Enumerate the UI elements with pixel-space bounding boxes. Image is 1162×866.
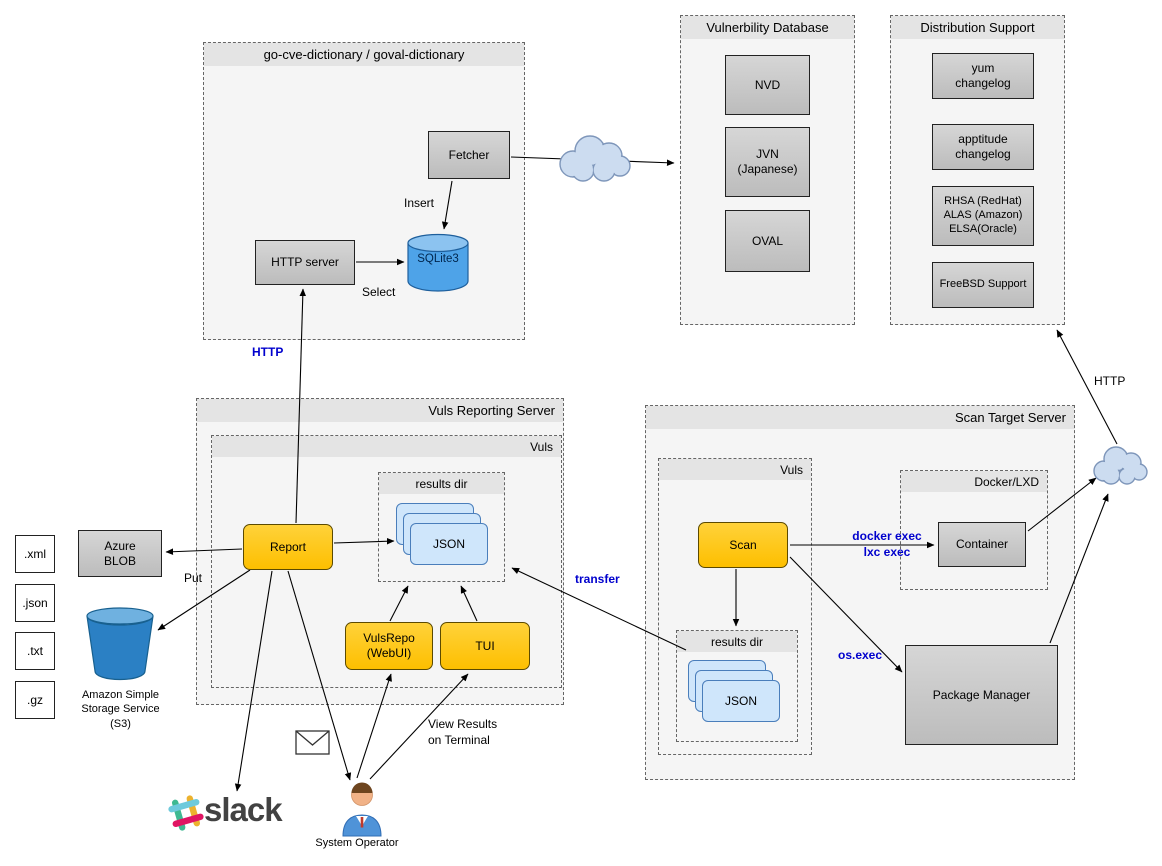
vulsrepo-node: VulsRepo (WebUI) [345,622,433,670]
docker-exec-label: docker exec lxc exec [852,529,922,559]
os-exec-label: os.exec [838,648,883,662]
envelope-icon [295,730,330,755]
scan-vuls-title: Vuls [659,459,811,480]
reporting-results-dir-title: results dir [379,473,504,494]
slack-wordmark: slack [204,791,283,828]
reporting-vuls-title: Vuls [212,436,561,457]
container-node: Container [938,522,1026,567]
freebsd-support-node: FreeBSD Support [932,262,1034,308]
insert-label: Insert [404,196,435,210]
yum-changelog-node: yum changelog [932,53,1034,99]
scan-results-dir-title: results dir [677,631,797,652]
s3-label: Amazon Simple Storage Service (S3) [81,689,160,730]
file-gz-node: .gz [15,681,55,719]
file-json-node: .json [15,584,55,622]
http-dist-label: HTTP [1094,374,1126,388]
rhsa-alas-elsa-node: RHSA (RedHat) ALAS (Amazon) ELSA(Oracle) [932,186,1034,246]
system-operator-label: System Operator [315,837,399,849]
go-cve-dictionary-title: go-cve-dictionary / goval-dictionary [204,43,524,66]
jvn-node: JVN (Japanese) [725,127,810,197]
fetcher-node: Fetcher [428,131,510,179]
package-manager-node: Package Manager [905,645,1058,745]
s3-bucket-icon [86,607,154,681]
internet-cloud-right-icon [1093,446,1148,485]
vuls-reporting-server-title: Vuls Reporting Server [197,399,563,422]
vulnerability-database-title: Vulnerbility Database [681,16,854,39]
put-label: Put [184,571,203,585]
oval-node: OVAL [725,210,810,272]
file-txt-node: .txt [15,632,55,670]
report-node: Report [243,524,333,570]
person-icon [342,782,382,837]
http-server-node: HTTP server [255,240,355,285]
slack-hash-icon [168,795,204,831]
distribution-support-title: Distribution Support [891,16,1064,39]
azure-blob-node: Azure BLOB [78,530,162,577]
nvd-node: NVD [725,55,810,115]
http-dictionary-label: HTTP [252,345,284,359]
tui-node: TUI [440,622,530,670]
docker-lxd-title: Docker/LXD [901,471,1047,492]
select-label: Select [362,285,396,299]
scan-target-server-title: Scan Target Server [646,406,1074,429]
apptitude-changelog-node: apptitude changelog [932,124,1034,170]
transfer-label: transfer [575,572,620,586]
sqlite3-label: SQLite3 [417,253,459,265]
scan-json-card-front: JSON [702,680,780,722]
arrow-fetcher-to-vulndb [510,156,675,167]
go-cve-dictionary-container: go-cve-dictionary / goval-dictionary [203,42,525,340]
scan-node: Scan [698,522,788,568]
json-card-front: JSON [410,523,488,565]
file-xml-node: .xml [15,535,55,573]
internet-cloud-left-icon [559,135,631,182]
view-results-label: View Results on Terminal [428,717,498,747]
